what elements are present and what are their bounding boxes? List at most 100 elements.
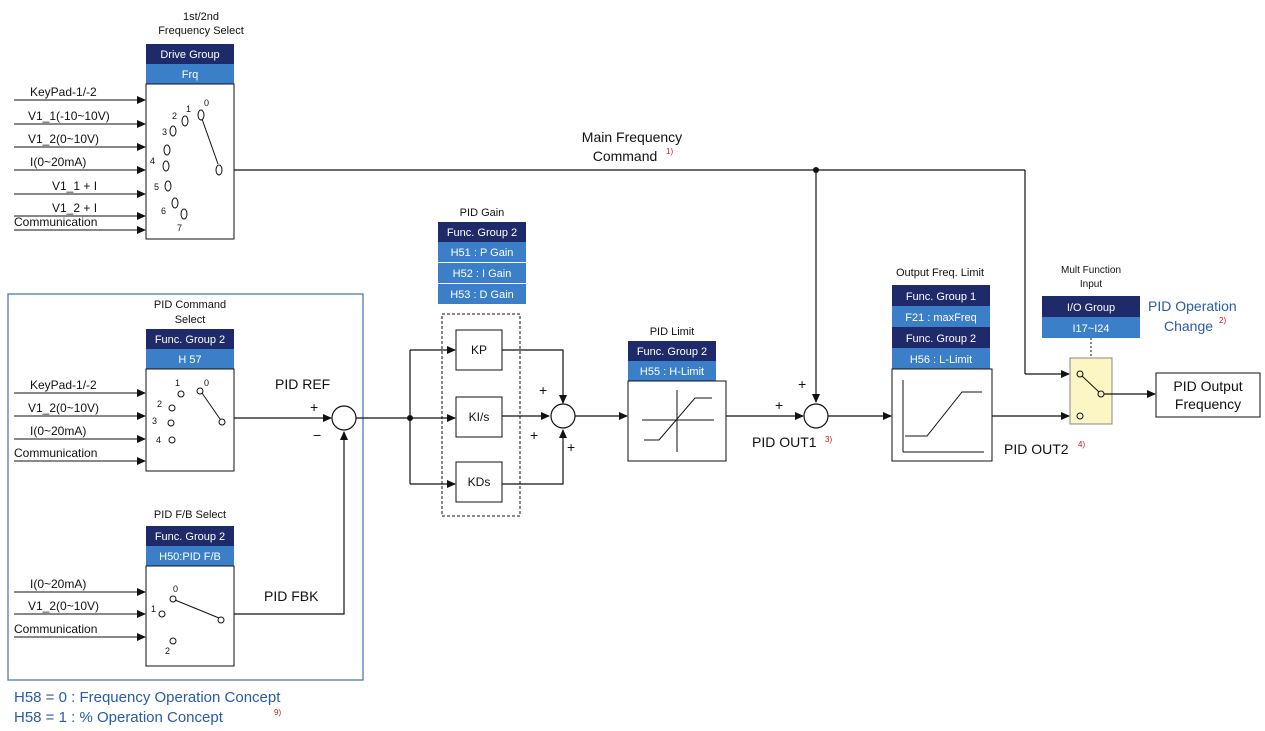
pos-label-1: 1 (186, 104, 191, 114)
pid-output-line1: PID Output (1173, 378, 1242, 394)
pid-gain-p: H51 : P Gain (451, 247, 514, 259)
pid-cmd-input-2: I(0~20mA) (30, 424, 86, 438)
pid-cmd-input-3: Communication (14, 446, 97, 460)
sumpid-plus-1: + (539, 382, 547, 398)
mult-func-title-1: Mult Function (1061, 265, 1121, 276)
pid-fb-input-0: I(0~20mA) (30, 577, 86, 591)
pid-limit-title: PID Limit (650, 326, 695, 338)
pid-gain-group: Func. Group 2 (447, 227, 517, 239)
pid-cmd-switch-arm (201, 392, 221, 420)
out-limit-title: Output Freq. Limit (896, 267, 984, 279)
pid-fbk-label: PID FBK (264, 588, 319, 604)
sumpid-plus-3: + (567, 439, 575, 455)
note-h58-0: H58 = 0 : Frequency Operation Concept (14, 689, 281, 706)
pos-label-4: 4 (150, 156, 155, 166)
pid-op-change-note: 2) (1219, 316, 1226, 325)
pid-fb-pos-0: 0 (173, 584, 178, 594)
sum-junction-pid (550, 403, 576, 429)
sum1-minus: − (313, 427, 321, 443)
out-limit-group2: Func. Group 2 (906, 333, 976, 345)
pid-input-region (7, 293, 364, 681)
pid-cmd-block: PID Command Select Func. Group 2 H 57 0 … (14, 299, 235, 472)
contact-1 (181, 115, 189, 127)
pid-out1-note: 3) (825, 435, 832, 444)
pid-fb-pos-2: 2 (165, 646, 170, 656)
sum1-plus: + (310, 399, 318, 415)
pid-limit-curve (644, 397, 712, 441)
out-limit-group1: Func. Group 1 (906, 291, 976, 303)
pid-cmd-param: H 57 (178, 354, 201, 366)
pid-gain-i: H52 : I Gain (453, 268, 512, 280)
pid-out2-label: PID OUT2 (1004, 441, 1069, 457)
pid-fb-title: PID F/B Select (154, 509, 226, 521)
mult-func-title-2: Input (1080, 279, 1102, 290)
contact-0 (197, 109, 205, 121)
freq-select-group: Drive Group (160, 49, 219, 61)
pid-fb-switch-box (145, 565, 235, 667)
freq-select-block: 1st/2nd Frequency Select Drive Group Frq… (14, 11, 244, 240)
sum2-plus-1: + (775, 397, 783, 413)
mult-func-param: I17~I24 (1072, 323, 1109, 335)
pid-out2-note: 4) (1078, 440, 1085, 449)
kd-out (502, 429, 567, 485)
ki-block (455, 396, 503, 438)
pid-fb-block: PID F/B Select Func. Group 2 H50:PID F/B… (14, 509, 235, 667)
sum2-plus-2: + (798, 376, 806, 392)
contact-3 (163, 144, 171, 156)
switch-arm (201, 118, 219, 165)
pos-label-2: 2 (172, 111, 177, 121)
freq-select-group-header (146, 44, 234, 64)
mult-func-group: I/O Group (1067, 302, 1115, 314)
pos-label-6: 6 (161, 206, 166, 216)
pid-fb-pos-1: 1 (151, 604, 156, 614)
operation-change-switch (1069, 357, 1113, 425)
pid-cmd-title-1: PID Command (154, 299, 226, 311)
freq-input-5: V1_2 + I (52, 201, 97, 215)
sum-junction-2 (803, 403, 829, 429)
freq-input-6: Communication (14, 215, 97, 229)
pid-cmd-pos-4: 4 (156, 435, 161, 445)
pid-cmd-title-2: Select (175, 314, 206, 326)
pid-limit-group: Func. Group 2 (637, 346, 707, 358)
main-freq-label-1: Main Frequency (582, 129, 682, 145)
note-h58-1: H58 = 1 : % Operation Concept (14, 709, 224, 726)
pid-fb-switch-arm (174, 599, 220, 619)
kp-label: KP (471, 343, 487, 357)
pid-output-line2: Frequency (1175, 396, 1241, 412)
freq-input-2: V1_2(0~10V) (28, 132, 99, 146)
contact-7 (180, 208, 188, 220)
freq-input-0: KeyPad-1/-2 (30, 85, 97, 99)
pid-limit-param: H55 : H-Limit (640, 366, 704, 378)
freq-input-1: V1_1(-10~10V) (28, 109, 110, 123)
pid-op-change-2: Change (1164, 318, 1213, 334)
op-switch-arm (1081, 375, 1100, 393)
pid-cmd-group: Func. Group 2 (155, 334, 225, 346)
contact-2 (169, 125, 177, 137)
pos-label-0: 0 (204, 98, 209, 108)
main-freq-label-2: Command (593, 148, 658, 164)
pid-fb-group: Func. Group 2 (155, 531, 225, 543)
freq-select-title-2: Frequency Select (158, 25, 244, 37)
pid-cmd-pos-3: 3 (152, 416, 157, 426)
freq-select-switch-box (145, 83, 235, 240)
main-freq-note: 1) (666, 147, 673, 156)
pid-gain-title: PID Gain (460, 207, 505, 219)
out-limit-param1: F21 : maxFreq (905, 312, 977, 324)
kd-label: KDs (468, 475, 491, 489)
out-limit-curve (905, 391, 982, 437)
sumpid-plus-2: + (530, 427, 538, 443)
freq-select-param-header (146, 64, 234, 84)
freq-input-4: V1_1 + I (52, 179, 97, 193)
pid-fb-input-1: V1_2(0~10V) (28, 599, 99, 613)
pid-output-box (1155, 372, 1261, 418)
kp-out (502, 349, 567, 404)
freq-select-param: Frq (182, 69, 199, 81)
pos-label-7: 7 (177, 223, 182, 233)
sum-junction-1 (331, 405, 357, 431)
pid-ref-label: PID REF (275, 376, 330, 392)
freq-input-3: I(0~20mA) (30, 155, 86, 169)
out-limit-param2: H56 : L-Limit (910, 354, 972, 366)
pid-gain-d: H53 : D Gain (450, 289, 514, 301)
pid-cmd-pos-2: 2 (157, 399, 162, 409)
out-limit-box (891, 368, 993, 462)
